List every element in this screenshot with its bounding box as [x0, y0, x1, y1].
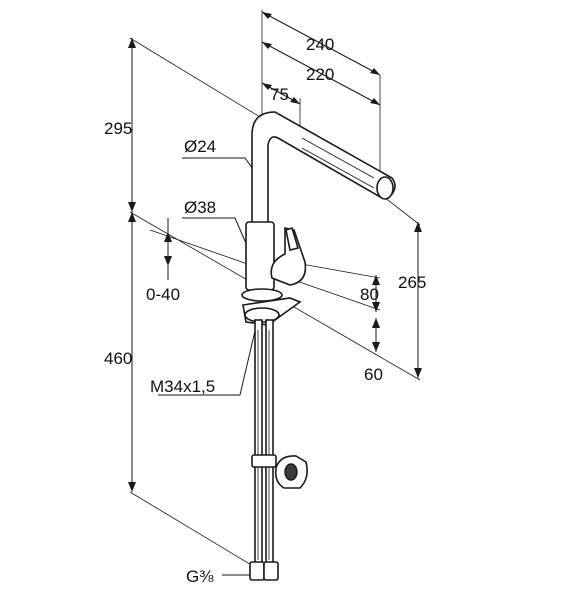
dim-460: 460: [104, 349, 132, 368]
dimension-lines: [128, 11, 422, 576]
dim-thread-g38: G⅜: [186, 567, 214, 586]
dim-240: 240: [306, 35, 334, 54]
faucet: [241, 111, 396, 581]
dim-80: 80: [360, 285, 379, 304]
dim-dia-38: Ø38: [184, 198, 216, 217]
dim-75: 75: [270, 85, 289, 104]
dim-60: 60: [364, 365, 383, 384]
dim-295: 295: [104, 119, 132, 138]
dim-dia-24: Ø24: [184, 137, 216, 156]
dim-220: 220: [306, 65, 334, 84]
dim-0-40: 0-40: [146, 285, 180, 304]
dim-265: 265: [398, 273, 426, 292]
dim-thread-m34: M34x1,5: [150, 377, 215, 396]
